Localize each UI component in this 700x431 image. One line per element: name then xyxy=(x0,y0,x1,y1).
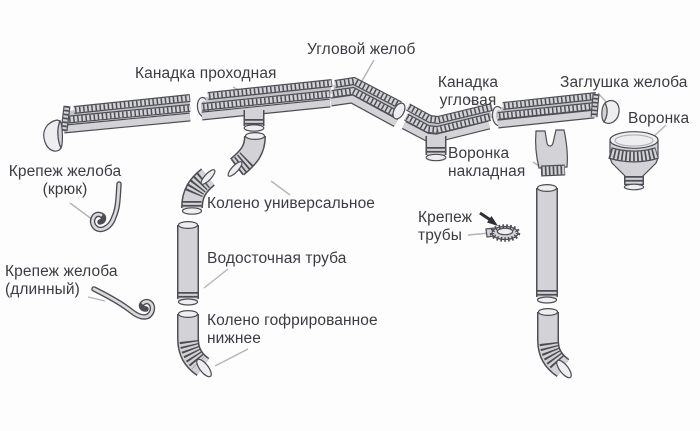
label-funnel-overlay: Воронка накладная xyxy=(448,145,526,180)
gutter-left-cap-graphic xyxy=(43,119,63,152)
gutter-straight-section-2-graphic xyxy=(196,79,333,121)
label-gutter-bracket-long: Крепеж желоба (длинный) xyxy=(5,263,118,298)
leader-gutter-end-cap xyxy=(597,92,608,104)
label-funnel: Воронка xyxy=(628,110,690,127)
gutter-bracket-hook-graphic xyxy=(89,181,122,233)
elbow-corrugated-right-graphic xyxy=(537,308,572,379)
gutter-right-section-graphic xyxy=(491,92,600,129)
downpipe-right-graphic xyxy=(536,184,558,304)
label-elbow-corrugated-bottom: Колено гофрированное нижнее xyxy=(207,312,378,347)
pipe-clamp-graphic xyxy=(485,224,521,242)
gutter-corner-section-graphic xyxy=(401,103,493,162)
elbow-corrugated-bottom-graphic xyxy=(177,310,212,378)
gutter-outlet-left-graphic xyxy=(243,110,265,132)
gutter-straight-section-1-graphic xyxy=(60,94,191,134)
elbow-universal-upper-graphic xyxy=(227,132,266,177)
funnel-overlay-graphic xyxy=(535,129,568,177)
pipe-clamp-arrow xyxy=(479,211,498,226)
label-gutter-bracket-hook: Крепеж желоба (крюк) xyxy=(8,163,122,198)
label-gutter-end-cap: Заглушка желоба xyxy=(560,74,688,91)
label-pipe-clamp: Крепеж трубы xyxy=(418,209,473,244)
corner-gutter-graphic xyxy=(330,76,406,127)
downpipe-graphic xyxy=(177,221,199,306)
leader-corner-gutter xyxy=(361,59,375,82)
leader-elbow-corrugated xyxy=(214,348,249,367)
leader-elbow-universal xyxy=(270,180,291,196)
label-gutter-corner: Канадка угловая xyxy=(437,74,499,109)
label-corner-gutter: Угловой желоб xyxy=(307,41,416,58)
gutter-end-cap-graphic xyxy=(601,100,620,124)
leader-downpipe xyxy=(203,268,229,289)
leader-bracket-long xyxy=(87,296,106,302)
gutter-bracket-long-graphic xyxy=(91,286,156,320)
leader-bracket-hook xyxy=(69,202,94,221)
elbow-universal-lower-graphic xyxy=(181,168,216,215)
label-elbow-universal: Колено универсальное xyxy=(207,195,376,212)
label-gutter-straight: Канадка проходная xyxy=(135,65,277,82)
funnel-graphic xyxy=(608,131,659,191)
label-downpipe: Водосточная труба xyxy=(207,250,347,267)
